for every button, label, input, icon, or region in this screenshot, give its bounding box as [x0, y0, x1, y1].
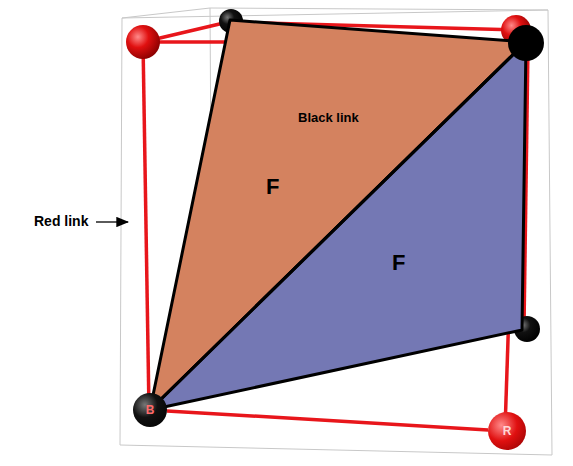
red-sphere: R: [488, 412, 526, 450]
red-link: [167, 411, 488, 430]
black-sphere: [508, 25, 544, 61]
black-link: [150, 42, 526, 410]
triangle-shape: [148, 24, 530, 416]
face-label: F: [266, 174, 279, 200]
sphere-label: R: [503, 424, 512, 438]
link-label: Red link: [34, 213, 88, 229]
link-label: Black link: [298, 110, 359, 125]
black-sphere: B: [133, 393, 167, 427]
face-label: F: [392, 250, 405, 276]
face-triangle: F: [148, 24, 530, 416]
sphere-label: B: [146, 403, 155, 417]
